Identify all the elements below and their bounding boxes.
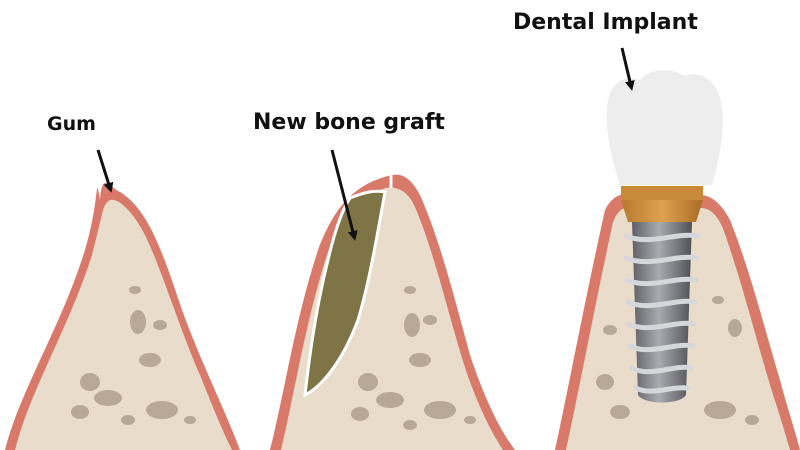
label-new-bone-graft: New bone graft xyxy=(253,110,445,135)
implant-screw xyxy=(632,222,692,403)
bone-spots-1 xyxy=(71,286,196,425)
bone-spots-3 xyxy=(596,296,759,425)
implant-crown xyxy=(606,70,723,185)
panel-gum xyxy=(5,149,240,450)
implant-abutment xyxy=(621,186,703,200)
arrow-to-implant xyxy=(620,47,635,91)
implant-collar xyxy=(621,200,703,222)
panel-dental-implant xyxy=(555,47,800,450)
label-dental-implant: Dental Implant xyxy=(513,10,698,35)
arrow-to-gum xyxy=(96,149,114,193)
label-gum: Gum xyxy=(47,113,96,135)
arrow-to-bone-graft xyxy=(330,149,358,241)
panel-bone-graft xyxy=(270,149,515,450)
bone-graft-area xyxy=(303,189,387,398)
implant-threads xyxy=(623,232,701,394)
bone-spots-2 xyxy=(351,286,476,430)
bone-1 xyxy=(15,199,232,450)
